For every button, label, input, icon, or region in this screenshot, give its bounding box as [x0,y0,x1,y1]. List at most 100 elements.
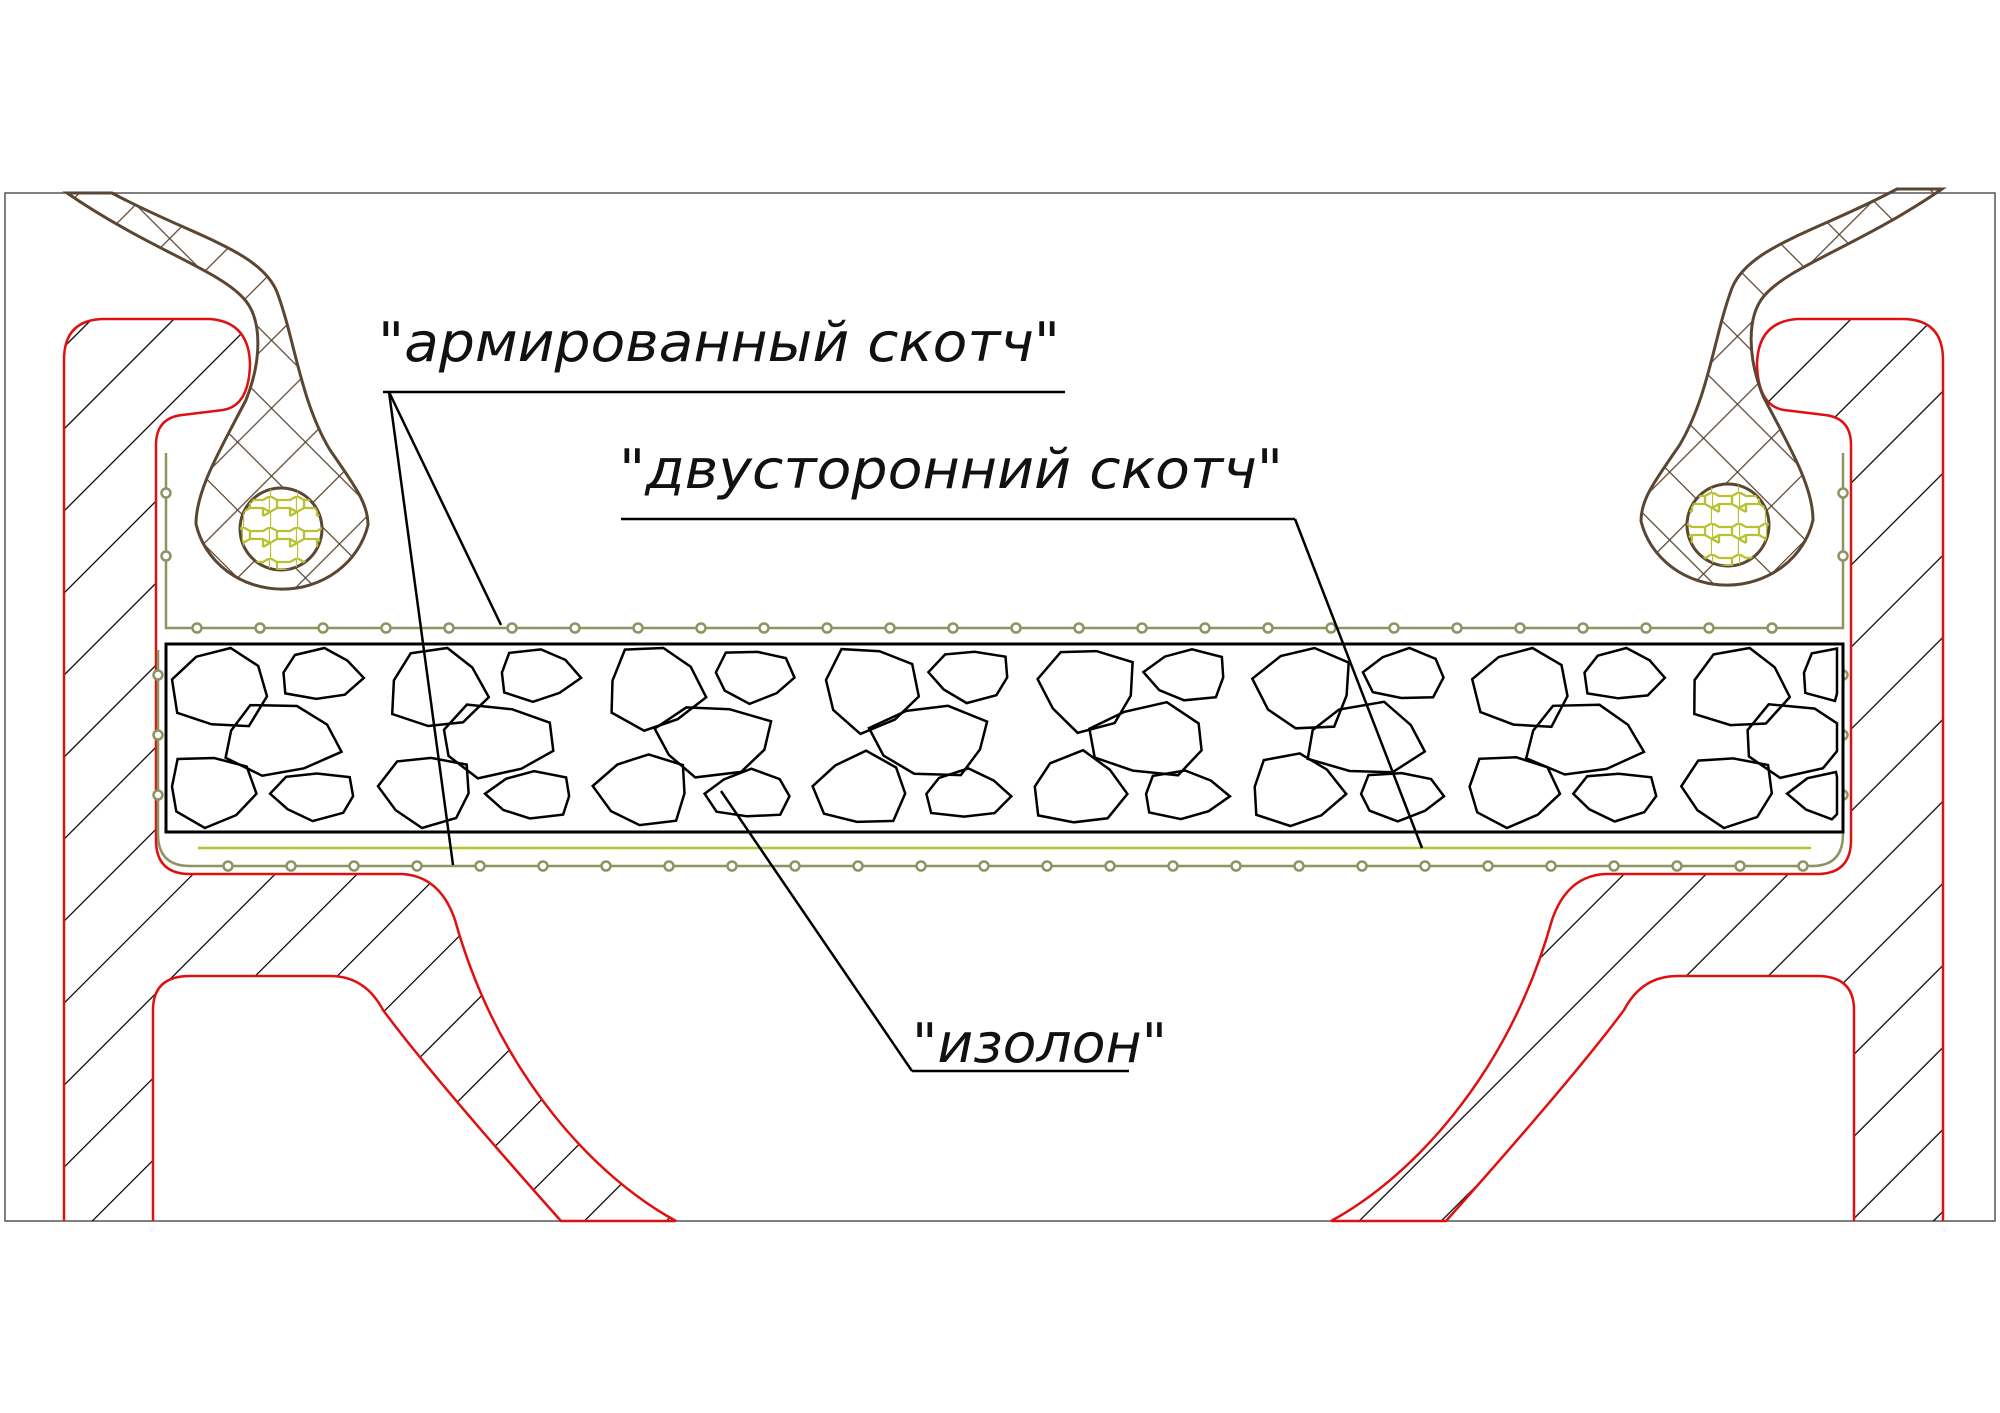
tape-dot [1419,860,1431,872]
tape-dot [695,622,707,634]
foam-cell [1033,748,1129,824]
tape-dot [1325,622,1337,634]
tape-dot [632,622,644,634]
foam-cell [1583,646,1667,700]
foam-cell [442,703,555,780]
isolon-foam [164,642,1845,834]
foam-cell [1141,648,1225,702]
bead-wire-right [1687,484,1769,566]
tape-dot [569,622,581,634]
foam-cell [482,769,571,820]
foam-cell [1250,646,1351,730]
tape-dot [1514,622,1526,634]
callouts [383,390,1424,1073]
foam-cell [1361,646,1445,700]
tape-dot [348,860,360,872]
foam-cell [1470,646,1569,729]
tape-dot [1199,622,1211,634]
tape-dot [1482,860,1494,872]
tape-dot [978,860,990,872]
tape-dot [222,860,234,872]
foam-cell [702,767,791,818]
foam-cell [282,646,366,701]
foam-cell [1036,649,1134,735]
tape-dot [1545,860,1557,872]
rim-left [62,317,677,1223]
tape-dot [1262,622,1274,634]
foam-cell [500,648,583,704]
tape-dot [1356,860,1368,872]
tape-dot [285,860,297,872]
foam-cell [926,650,1009,705]
tape-dot [1671,860,1683,872]
label-double-sided-tape: "двусторонний скотч" [619,438,1283,501]
tape-dot [1010,622,1022,634]
tire-right [1639,187,1947,587]
tape-dot [1703,622,1715,634]
foam-cell [1359,771,1446,823]
tape-dot [1451,622,1463,634]
tape-dot [758,622,770,634]
tape-dot [1136,622,1148,634]
tape-dot [915,860,927,872]
tape-dot [506,622,518,634]
tape-dot [1734,860,1746,872]
tape-dot [152,669,164,681]
tape-dot [152,789,164,801]
foam-cell [268,772,355,823]
tape-dot [600,860,612,872]
foam-cell [925,767,1014,818]
foam-cell [1785,770,1839,821]
foam-cell [170,756,258,830]
foam-cell [1571,772,1658,823]
tape-dot [152,729,164,741]
foam-cell [591,753,686,827]
foam-cell [811,749,907,824]
tape-dot [474,860,486,872]
tape-dot [1837,487,1849,499]
tape-dot [1797,860,1809,872]
tape-dot [1041,860,1053,872]
foam-cell [714,650,797,706]
tape-dot [411,860,423,872]
tape-dot [852,860,864,872]
foam-cell [1679,757,1774,830]
foam-cell [1802,646,1839,703]
foam-cell [1306,700,1427,774]
tape-dot [1766,622,1778,634]
rim-left-section [62,317,677,1223]
foam-cell [376,756,470,830]
bead-wire-left [240,488,322,570]
tape-dot [821,622,833,634]
tape-dot [1167,860,1179,872]
rim-right [1330,317,1945,1223]
tape-dot [443,622,455,634]
tape-dot [160,487,172,499]
label-reinforced-tape: "армированный скотч" [378,311,1060,374]
label-isolon: "изолон" [912,1012,1167,1075]
foam-cell [824,647,921,736]
tire-left [62,191,370,591]
foam-cell [610,646,708,733]
rim-right-section [1330,317,1945,1223]
tape-dot [1073,622,1085,634]
tape-dot [1608,860,1620,872]
foam-cell [1468,756,1562,830]
tape-dot [947,622,959,634]
foam-cell [1144,769,1232,821]
tape-dot [1104,860,1116,872]
tape-dot [884,622,896,634]
tape-dot [663,860,675,872]
drawing-frame [4,192,1996,1222]
tape-dot [380,622,392,634]
reinforced-tape [152,453,1849,872]
tape-dot [1293,860,1305,872]
tape-dot [1230,860,1242,872]
foam-cell [224,703,344,778]
foam-cell [1253,752,1348,828]
foam-cell [1524,703,1646,776]
foam-cell [1746,702,1839,780]
tape-dot [254,622,266,634]
tape-dot [789,860,801,872]
